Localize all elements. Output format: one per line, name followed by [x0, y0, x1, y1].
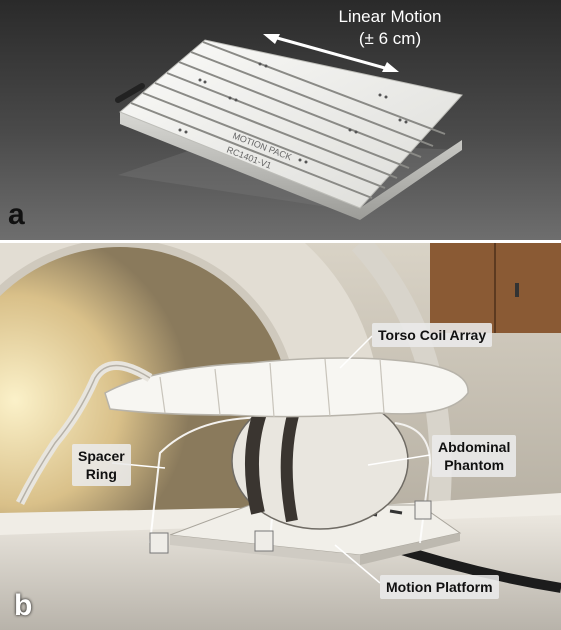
callout-motion-platform: Motion Platform — [380, 575, 499, 599]
motion-arrow — [263, 34, 399, 72]
torso-coil-array — [104, 357, 469, 418]
callout-spacer-ring: Spacer Ring — [72, 444, 131, 486]
motion-pack-illustration: MOTION PACK RC1401-V1 — [115, 34, 463, 220]
callout-spacer-ring-line2: Ring — [85, 466, 117, 482]
panel-b: Torso Coil Array Spacer Ring Abdominal P… — [0, 243, 561, 630]
cable — [115, 83, 145, 103]
motion-label-line2: (± 6 cm) — [358, 29, 422, 48]
motion-label: Linear Motion (± 6 cm) — [320, 6, 460, 50]
motion-label-line1: Linear Motion — [338, 7, 442, 26]
device-holes — [178, 62, 408, 164]
callout-abdominal-phantom-line2: Phantom — [444, 457, 505, 473]
panel-b-letter: b — [14, 589, 33, 622]
panel-a: MOTION PACK RC1401-V1 Linear Motion (± 6… — [0, 0, 561, 240]
motion-platform — [169, 504, 462, 556]
callout-torso-coil-array: Torso Coil Array — [372, 323, 493, 347]
callout-abdominal-phantom-line1: Abdominal — [438, 439, 511, 455]
callout-spacer-ring-line1: Spacer — [78, 448, 125, 464]
callout-leaders — [111, 335, 431, 584]
device-grooves — [130, 41, 446, 199]
panel-a-letter: a — [8, 198, 25, 231]
scanner-bore — [0, 243, 295, 593]
callout-abdominal-phantom: Abdominal Phantom — [432, 435, 517, 477]
